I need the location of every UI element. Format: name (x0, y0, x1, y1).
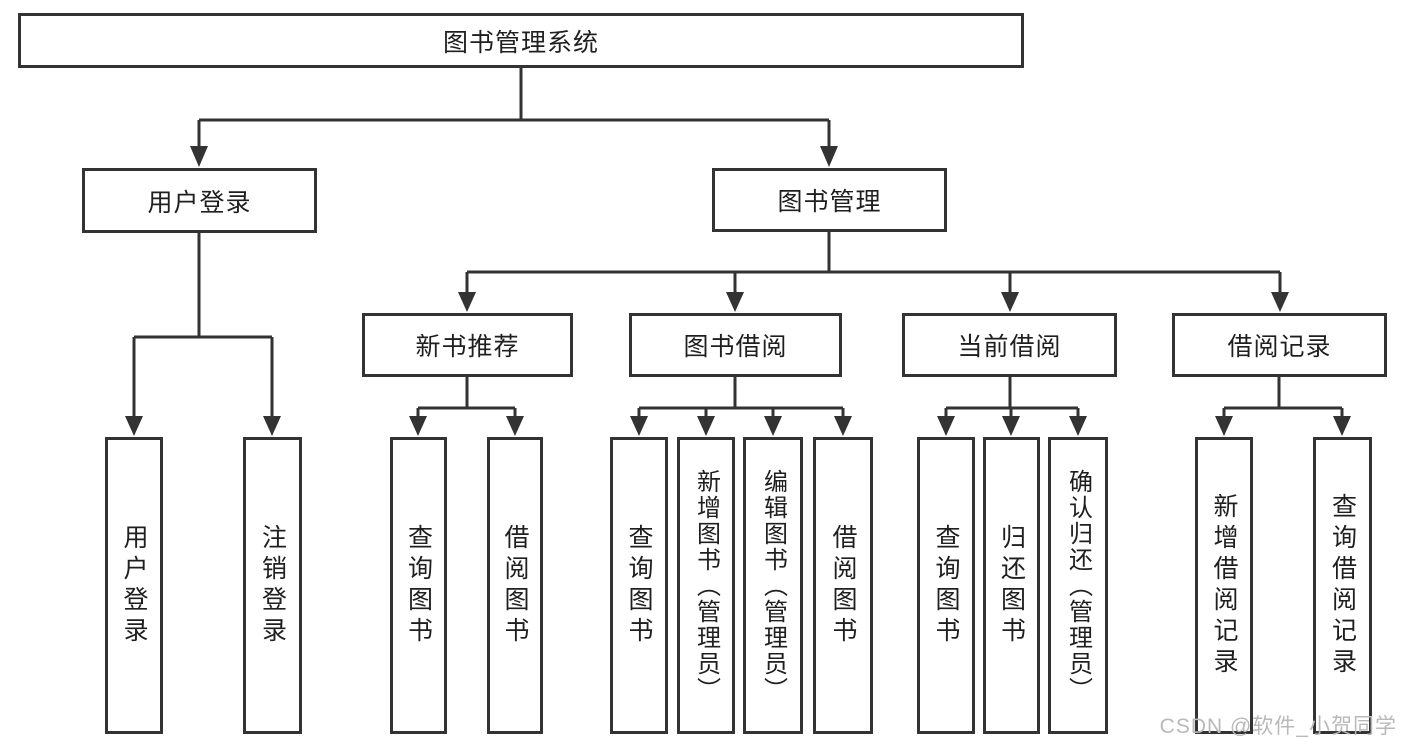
node-leaf-add-book-admin: 新增图书（管理员） (677, 437, 735, 734)
node-leaf-query-borrow-record: 查询借阅记录 (1313, 437, 1372, 734)
node-new-book-recommend: 新书推荐 (362, 313, 573, 377)
node-user-login: 用户登录 (82, 168, 317, 233)
node-leaf-logout-login: 注销登录 (243, 437, 302, 734)
node-leaf-return-book: 归还图书 (983, 437, 1040, 734)
node-leaf-borrow-books: 借阅图书 (813, 437, 873, 734)
node-leaf-query-books-borrow: 查询图书 (610, 437, 668, 734)
node-current-borrow: 当前借阅 (902, 313, 1117, 377)
arrowhead-icons (125, 146, 1351, 436)
node-leaf-borrow-books-recommend: 借阅图书 (487, 437, 543, 734)
csdn-watermark: CSDN @软件_小贺同学 (1159, 715, 1397, 738)
node-leaf-add-borrow-record: 新增借阅记录 (1195, 437, 1253, 734)
node-leaf-edit-book-admin: 编辑图书（管理员） (743, 437, 803, 734)
node-book-borrow: 图书借阅 (629, 313, 842, 377)
node-borrow-records: 借阅记录 (1172, 313, 1387, 377)
node-book-management: 图书管理 (712, 168, 947, 232)
node-leaf-user-login: 用户登录 (105, 437, 163, 734)
node-leaf-query-books-current: 查询图书 (917, 437, 975, 734)
node-library-management-system: 图书管理系统 (18, 13, 1024, 68)
node-leaf-query-books-recommend: 查询图书 (390, 437, 447, 734)
node-leaf-confirm-return-admin: 确认归还（管理员） (1048, 437, 1108, 734)
